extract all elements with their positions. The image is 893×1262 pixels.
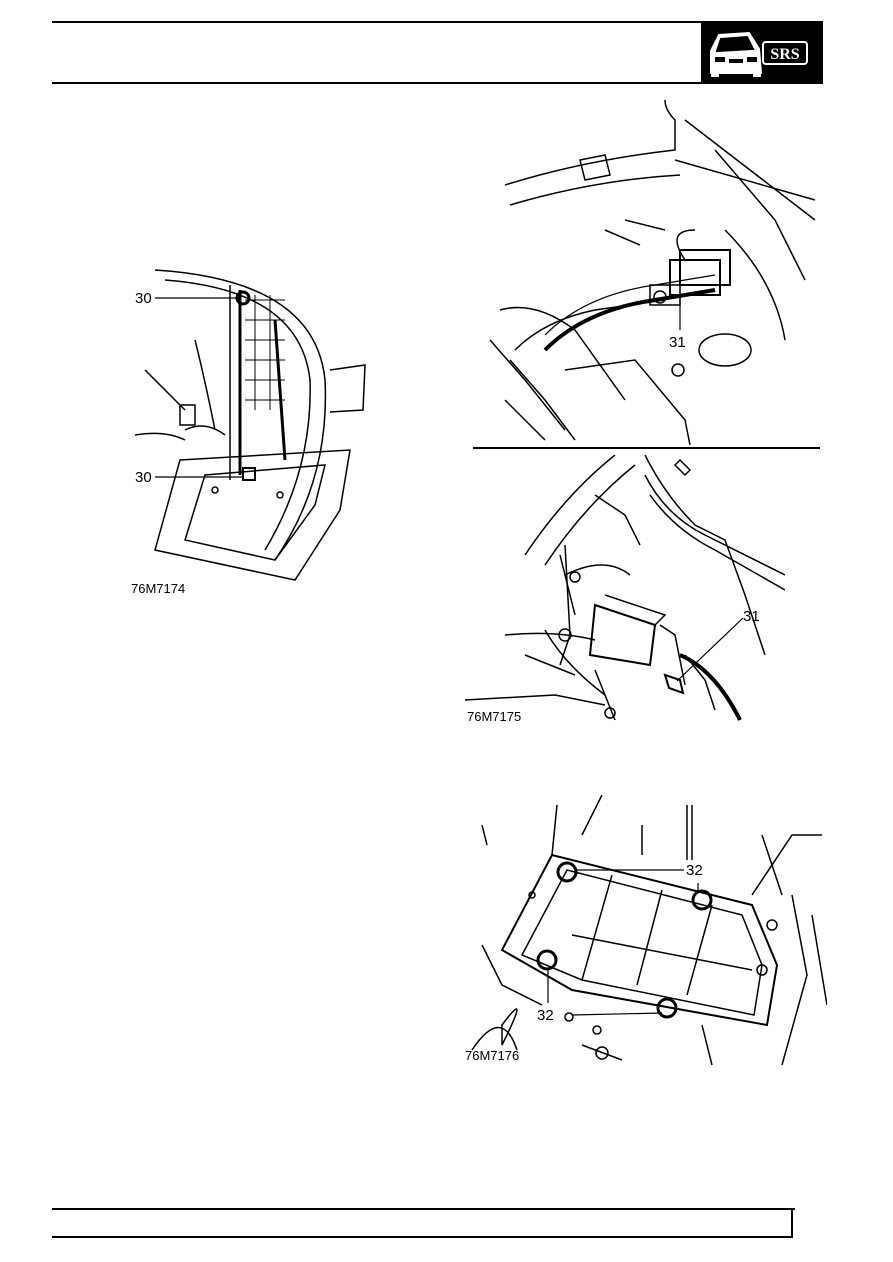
figure-caption: 76M7174 xyxy=(131,581,185,596)
callout-32-top: 32 xyxy=(686,862,703,879)
srs-section-badge: SRS xyxy=(701,21,823,84)
figure-caption: 76M7176 xyxy=(465,1048,519,1063)
figure-divider xyxy=(473,447,820,449)
callout-32-bottom: 32 xyxy=(537,1007,554,1024)
figure-caption: 76M7175 xyxy=(467,709,521,724)
header-bottom-rule xyxy=(52,82,702,84)
callout-31-top: 31 xyxy=(669,334,686,351)
figure-76m7176: 32 32 76M7176 xyxy=(462,795,827,1065)
figure-connector-top: 31 xyxy=(485,100,820,445)
srs-badge-text: SRS xyxy=(770,46,799,63)
callout-30-bottom: 30 xyxy=(135,469,152,486)
figure-76m7175: 31 76M7175 xyxy=(465,455,785,735)
header-top-rule xyxy=(52,21,702,23)
car-front-icon xyxy=(710,31,763,77)
callout-31: 31 xyxy=(743,608,760,625)
footer-box xyxy=(52,1208,793,1238)
figure-76m7174: 30 30 76M7174 xyxy=(125,260,375,600)
callout-30-top: 30 xyxy=(135,290,152,307)
